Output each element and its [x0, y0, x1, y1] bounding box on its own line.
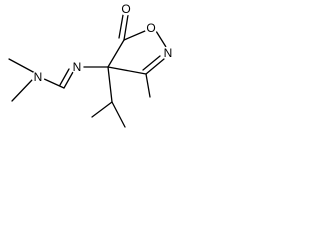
atom-ring-oxygen: O [144, 21, 158, 35]
bond-ring-o-to-ring-n [155, 30, 167, 48]
bond-methyl-upper-to-amine-n [8, 58, 36, 74]
bond-c5-to-ring-o [123, 30, 146, 41]
bond-c3-to-methyl [145, 73, 151, 98]
bond-c5-to-carbonyl-o [123, 14, 129, 41]
bond-ch-to-imine-n-double [59, 68, 70, 86]
atom-label-ring-n: N [164, 46, 173, 60]
atom-label-imine-n: N [73, 60, 82, 74]
bond-c5-to-carbonyl-o-double [118, 14, 124, 39]
bond-ring-n-to-c3-double [142, 55, 161, 71]
bond-isopropyl-ch-to-methyl-left [91, 101, 113, 118]
atom-amine-nitrogen: N [31, 70, 45, 84]
atom-carbonyl-oxygen: O [119, 2, 133, 16]
bond-c4-to-isopropyl-ch [107, 66, 113, 103]
bond-isopropyl-ch-to-methyl-right [111, 101, 126, 128]
bond-methyl-lower-to-amine-n [11, 79, 33, 102]
bond-ch-to-imine-n [63, 71, 74, 89]
atom-label-ring-o: O [146, 21, 155, 35]
atom-label-carbonyl-o: O [121, 2, 130, 16]
bond-ring-n-to-c3 [145, 58, 165, 75]
bond-amine-n-to-ch [41, 77, 65, 89]
bond-c4-to-c5 [107, 39, 125, 68]
chemical-structure-diagram: N N O N O [8, 2, 175, 128]
atom-imine-nitrogen: N [70, 60, 84, 74]
bond-c3-to-c4 [107, 66, 147, 75]
atom-label-amine-n: N [34, 70, 43, 84]
atom-ring-nitrogen: N [161, 46, 175, 60]
